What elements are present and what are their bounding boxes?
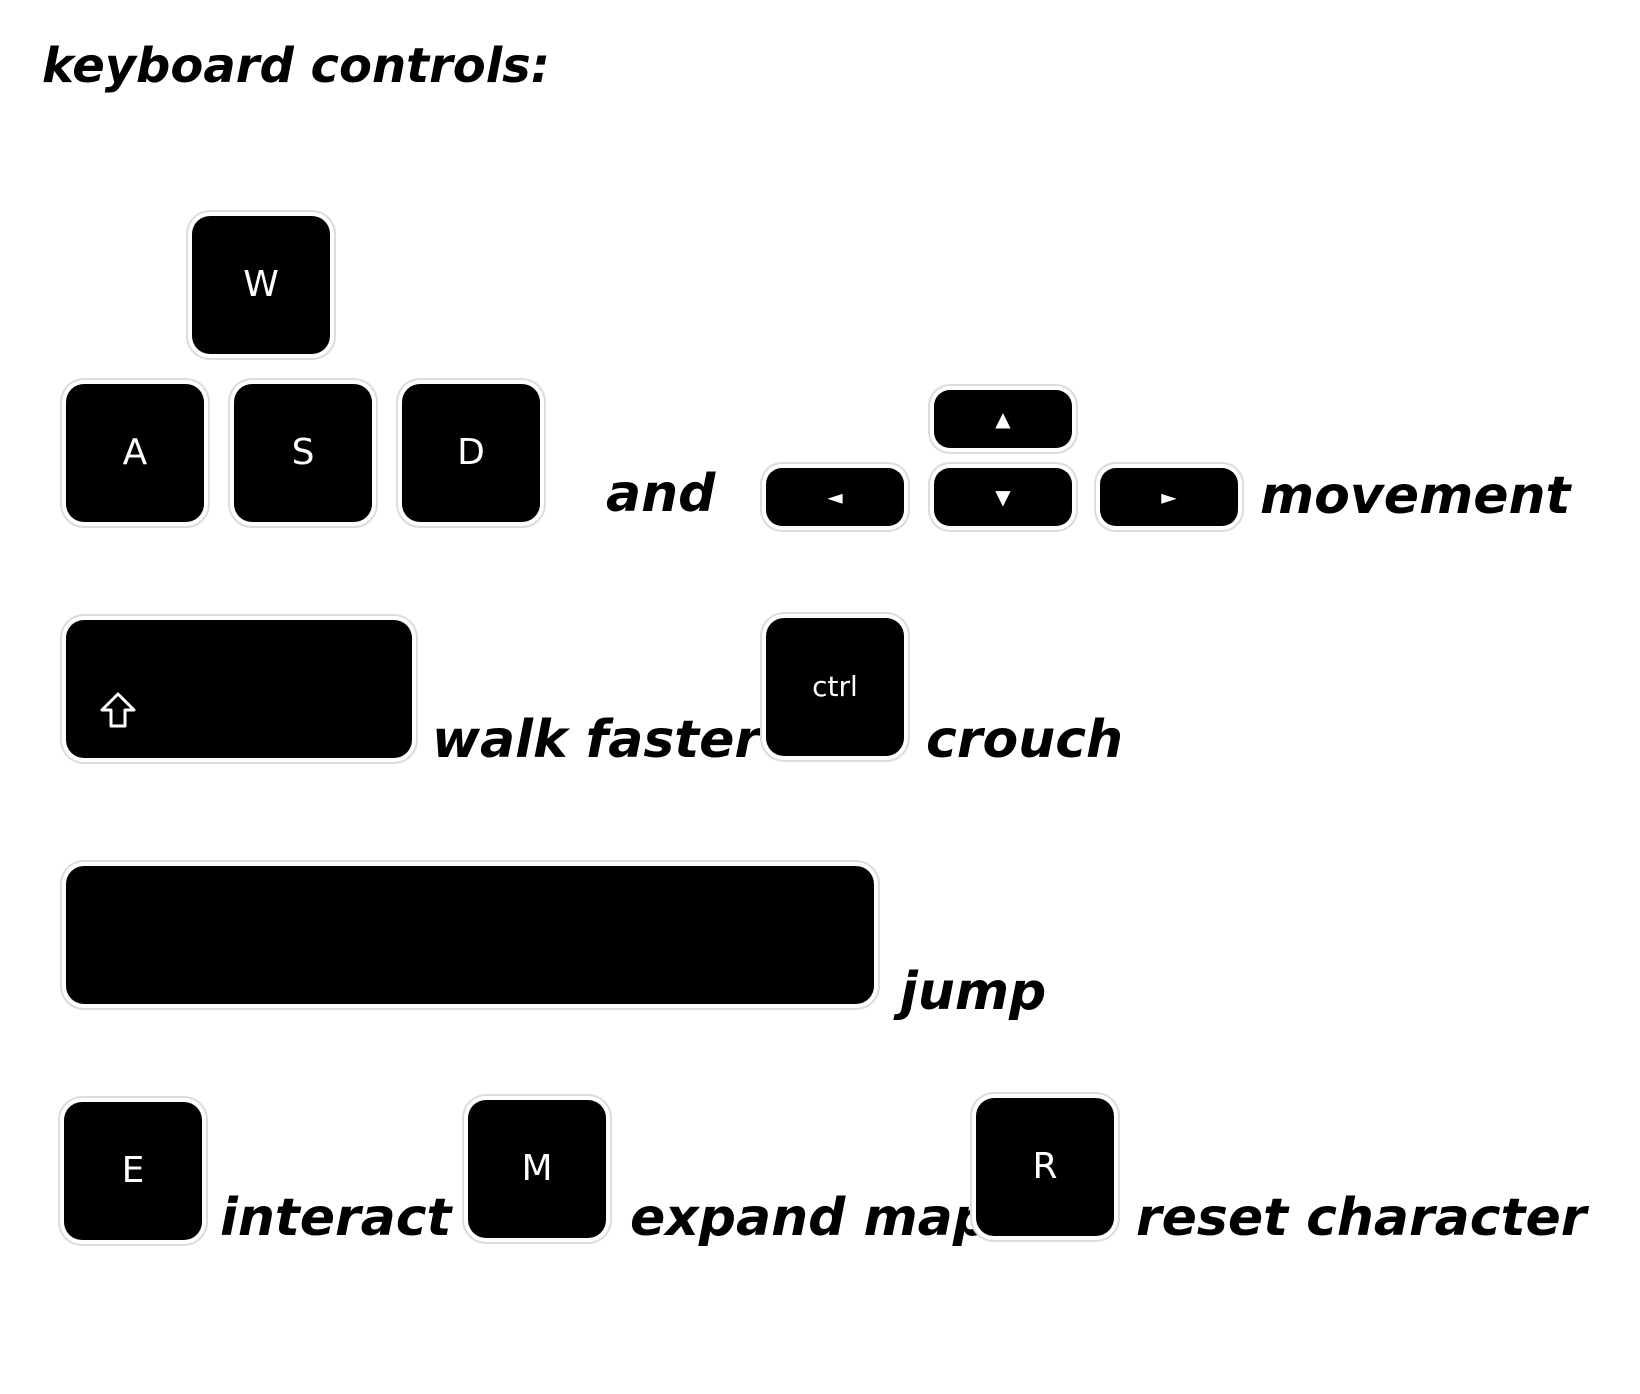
jump-label: jump (900, 962, 1047, 1022)
interact-label: interact (220, 1188, 452, 1248)
crouch-label: crouch (926, 710, 1124, 770)
key-arrow-up[interactable]: ▲ (934, 390, 1072, 448)
key-w-label: W (243, 264, 279, 305)
movement-label: movement (1260, 466, 1571, 526)
key-arrow-right[interactable]: ► (1100, 468, 1238, 526)
shift-icon (100, 692, 136, 728)
key-s[interactable]: S (234, 384, 372, 522)
key-ctrl[interactable]: ctrl (766, 618, 904, 756)
arrow-right-icon: ► (1161, 485, 1177, 509)
key-a[interactable]: A (66, 384, 204, 522)
key-d[interactable]: D (402, 384, 540, 522)
key-e-label: E (121, 1150, 145, 1191)
page-title: keyboard controls: (42, 38, 550, 94)
walk-faster-label: walk faster (432, 710, 761, 770)
key-s-label: S (291, 432, 315, 473)
key-r-label: R (1032, 1146, 1058, 1187)
key-d-label: D (457, 432, 485, 473)
key-arrow-down[interactable]: ▼ (934, 468, 1072, 526)
key-w[interactable]: W (192, 216, 330, 354)
key-m[interactable]: M (468, 1100, 606, 1238)
and-label: and (606, 464, 716, 524)
reset-character-label: reset character (1136, 1188, 1587, 1248)
arrow-up-icon: ▲ (995, 407, 1011, 431)
key-arrow-left[interactable]: ◄ (766, 468, 904, 526)
key-e[interactable]: E (64, 1102, 202, 1240)
arrow-left-icon: ◄ (827, 485, 843, 509)
key-shift[interactable] (66, 620, 412, 758)
key-ctrl-label: ctrl (812, 670, 858, 703)
key-spacebar[interactable] (66, 866, 874, 1004)
key-r[interactable]: R (976, 1098, 1114, 1236)
expand-map-label: expand map (630, 1188, 990, 1248)
key-a-label: A (122, 432, 148, 473)
key-m-label: M (521, 1148, 553, 1189)
arrow-down-icon: ▼ (995, 485, 1011, 509)
